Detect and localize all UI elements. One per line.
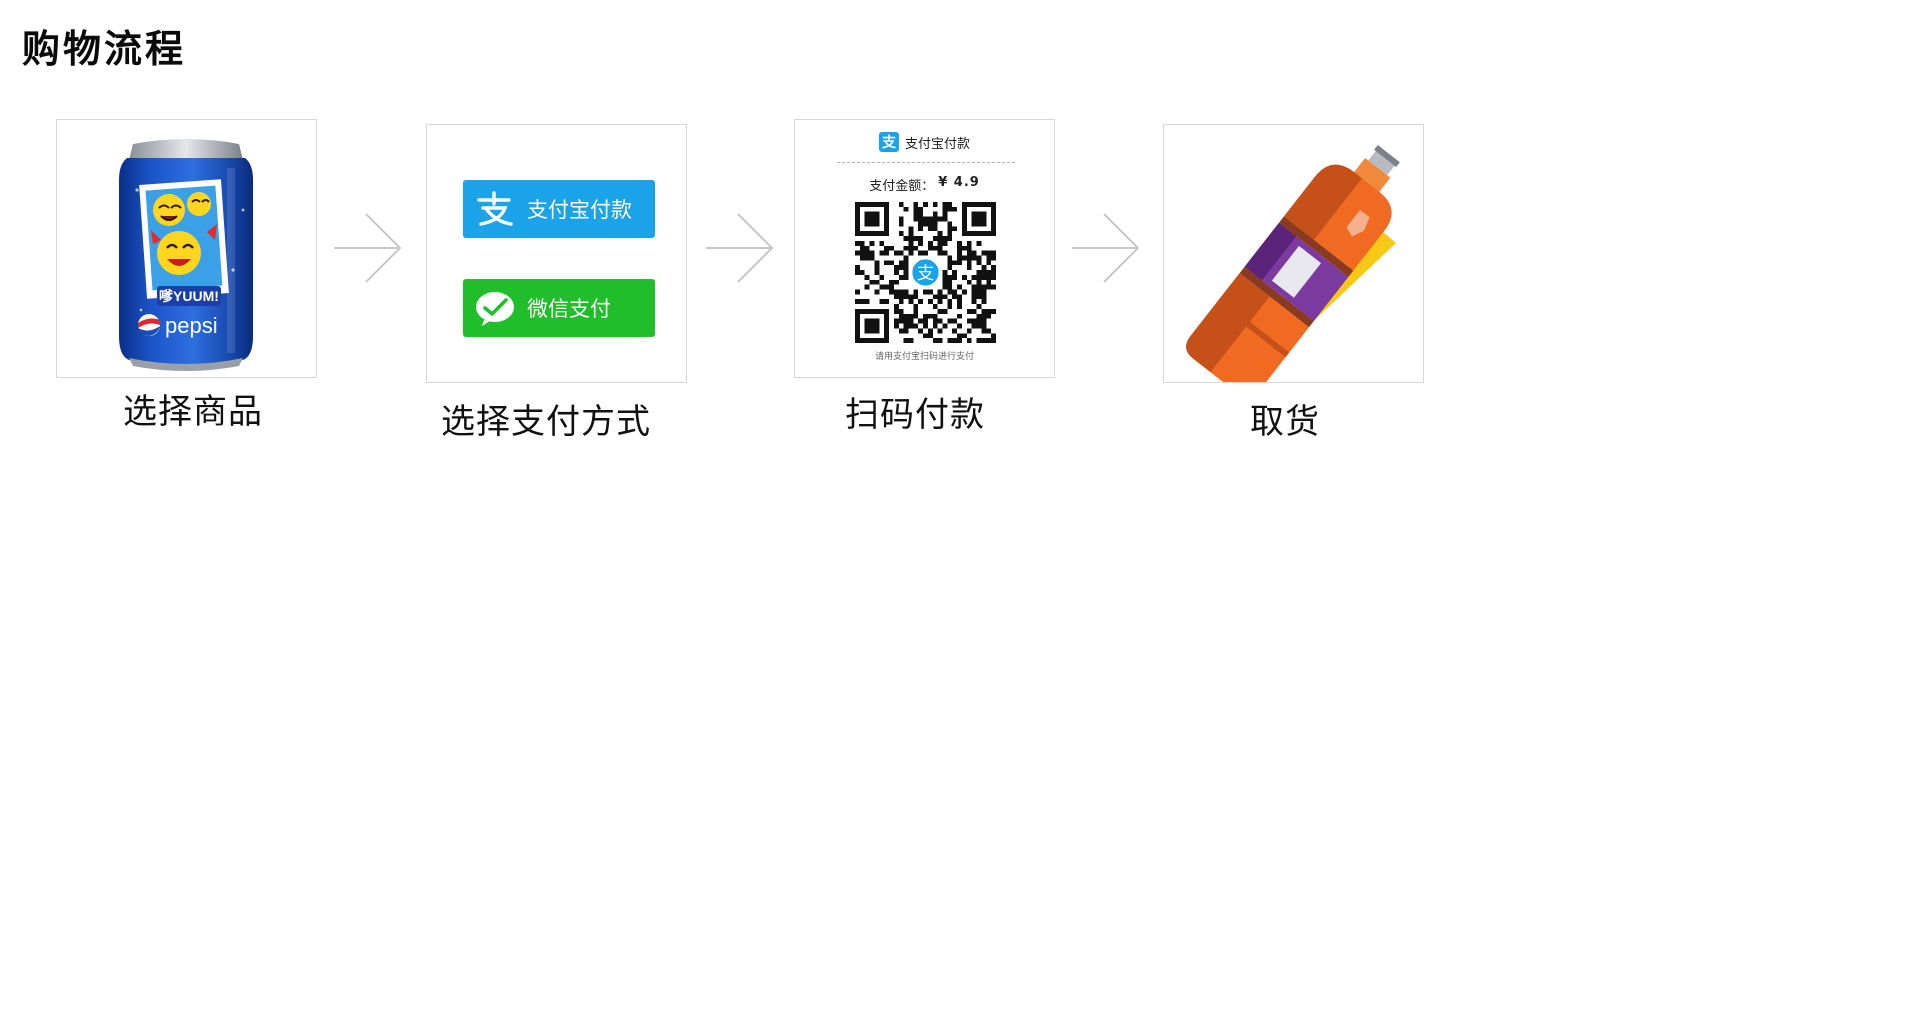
qr-modules <box>855 202 996 343</box>
qr-finder-core <box>971 211 987 227</box>
step-label-pickup: 取货 <box>1250 402 1320 442</box>
qr-finder <box>961 202 996 237</box>
qr-code[interactable]: 支 <box>855 202 996 343</box>
wechat-icon <box>473 288 517 328</box>
page-title: 购物流程 <box>22 27 187 71</box>
divider <box>837 162 1015 163</box>
alipay-icon <box>473 189 517 229</box>
wechat-pay-button[interactable]: 微信支付 <box>463 279 655 337</box>
step-card-select-product[interactable]: 嗲YUUM! pepsi <box>56 119 317 378</box>
chevron-right-icon <box>1072 213 1140 283</box>
brand-text: pepsi <box>165 313 218 338</box>
can-text: 嗲YUUM! <box>159 288 219 304</box>
alipay-button[interactable]: 支付宝付款 <box>463 180 655 238</box>
qr-hint: 请用支付宝扫码进行支付 <box>874 352 974 362</box>
alipay-label: 支付宝付款 <box>527 198 632 222</box>
step-label-scan-pay: 扫码付款 <box>845 395 985 435</box>
chevron-right-icon <box>706 213 774 283</box>
qr-finder <box>855 308 890 343</box>
step-card-payment-method: 支付宝付款 微信支付 <box>426 124 687 383</box>
step-label-select-product: 选择商品 <box>123 392 263 432</box>
alipay-icon: 支 <box>917 264 935 284</box>
step-label-payment-method: 选择支付方式 <box>441 402 651 442</box>
qr-finder-core <box>864 318 880 334</box>
bottle-icon <box>1186 145 1400 382</box>
qr-amount: 支付金额： ¥ 4.9 <box>795 175 1054 194</box>
qr-header-text: 支付宝付款 <box>904 136 970 152</box>
qr-finder-core <box>864 211 880 227</box>
pepsi-can-image: 嗲YUUM! pepsi <box>119 139 253 371</box>
amount-value: ¥ 4.9 <box>938 175 980 190</box>
step-card-scan-pay: 支 支付宝付款 支付金额： ¥ 4.9 支 请用支付宝扫码进行支付 <box>794 119 1055 378</box>
qr-finder <box>855 202 890 237</box>
qr-center-logo <box>909 256 942 289</box>
chevron-right-icon <box>334 213 402 283</box>
step-card-pickup <box>1163 124 1424 383</box>
wechat-label: 微信支付 <box>527 297 611 321</box>
alipay-icon: 支 <box>878 132 899 152</box>
amount-label: 支付金额： <box>869 179 935 194</box>
qr-header: 支 支付宝付款 <box>795 132 1054 152</box>
